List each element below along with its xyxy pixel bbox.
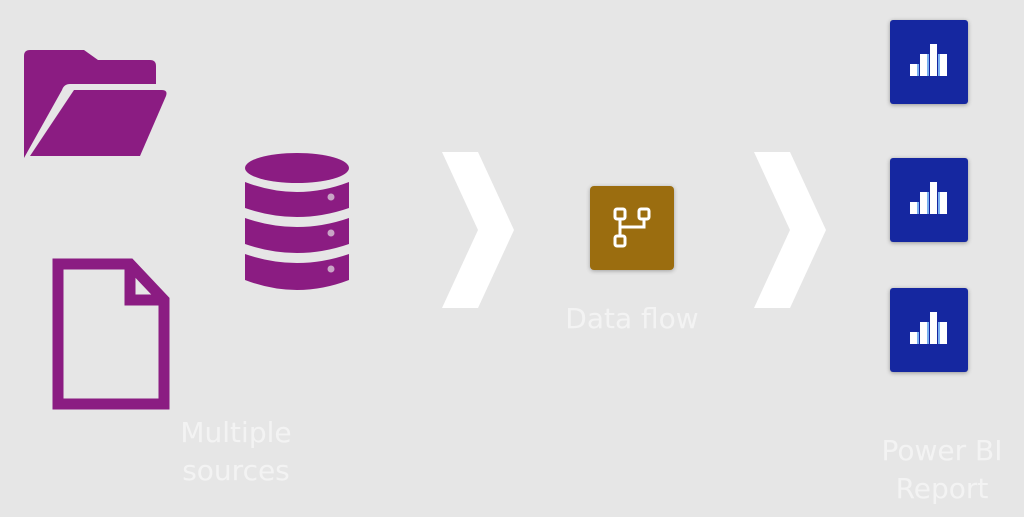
bar-chart-icon: [910, 44, 947, 76]
folder-open-icon: [22, 48, 170, 162]
chevron-right-icon: [440, 152, 516, 312]
report-label-line1: Power BI: [881, 434, 1003, 467]
report-tile-1: [890, 20, 968, 104]
report-tile-3: [890, 288, 968, 372]
sources-label: Multiple sources: [170, 414, 302, 490]
bar-chart-icon: [910, 312, 947, 344]
chevron-right-icon: [752, 152, 828, 312]
report-label-line2: Report: [895, 472, 989, 505]
file-icon: [52, 258, 170, 414]
sources-label-line2: sources: [182, 454, 290, 487]
sources-label-line1: Multiple: [180, 416, 292, 449]
dataflow-icon: [613, 207, 651, 248]
database-icon: [243, 152, 351, 302]
report-tile-2: [890, 158, 968, 242]
bar-chart-icon: [910, 182, 947, 214]
report-label: Power BI Report: [862, 432, 1022, 508]
dataflow-tile: [590, 186, 674, 270]
dataflow-label: Data flow: [565, 302, 699, 335]
